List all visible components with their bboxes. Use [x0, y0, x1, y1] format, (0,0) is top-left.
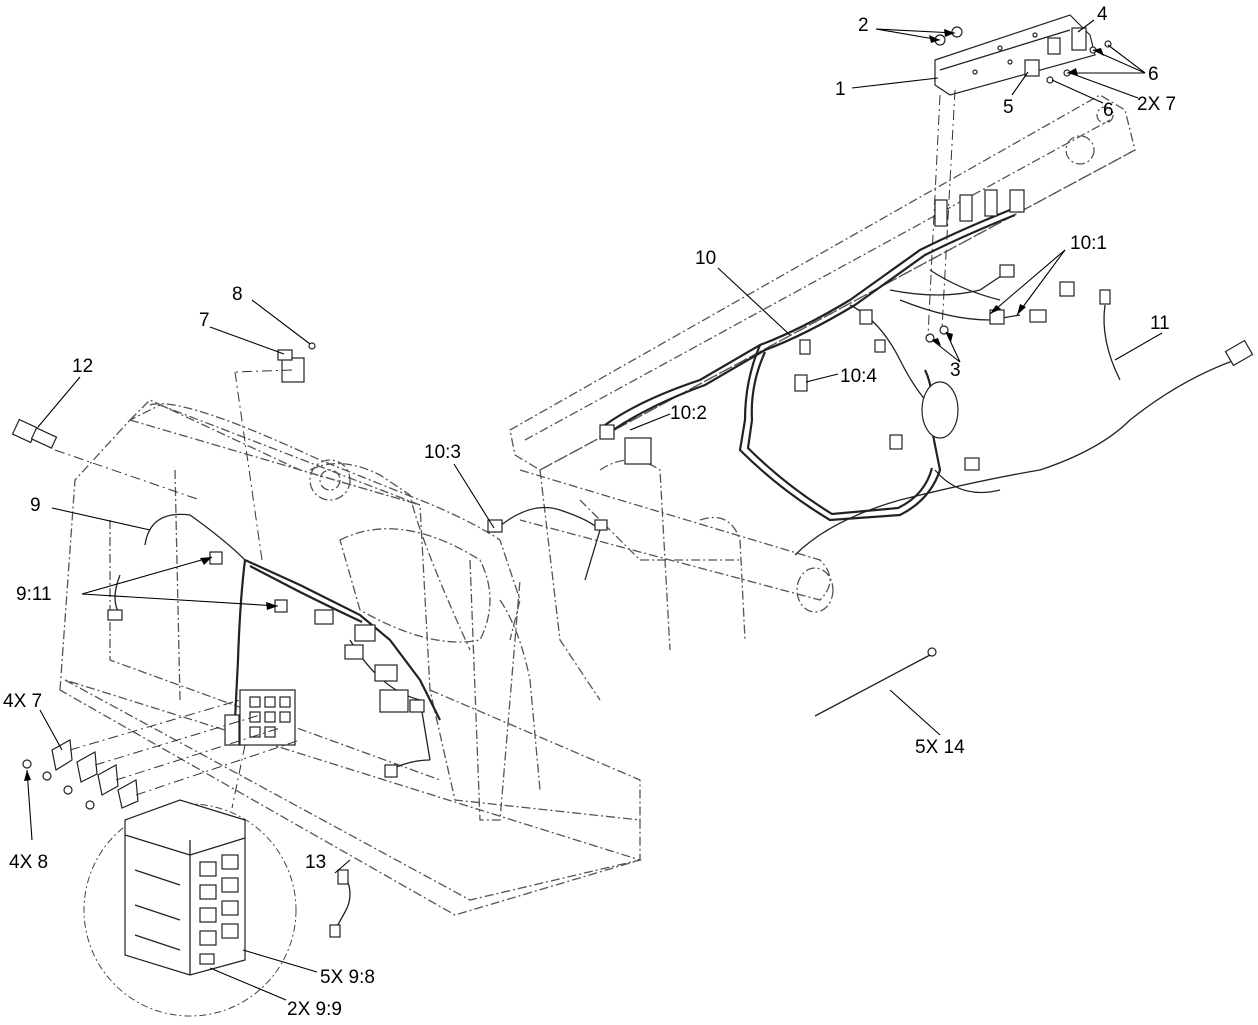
connector: [11, 418, 58, 449]
callout-2x9-9: 2X 9:9: [287, 999, 342, 1020]
callout-9-11: 9:11: [16, 584, 52, 605]
rear-wire-harness: [599, 189, 1075, 522]
callout-8: 8: [232, 284, 243, 305]
arrowheads: [24, 29, 1104, 781]
callout-4x7: 4X 7: [3, 691, 42, 712]
callout-6-top: 6: [1148, 64, 1159, 85]
callout-4x8: 4X 8: [9, 852, 48, 873]
brackets: [22, 739, 139, 810]
callout-10-3: 10:3: [424, 442, 461, 463]
callout-9: 9: [30, 495, 41, 516]
callout-5: 5: [1003, 97, 1014, 118]
callout-4: 4: [1097, 4, 1108, 25]
callout-7: 7: [199, 310, 210, 331]
fuse-block-detail: [124, 799, 246, 976]
rear-frame-rail: [509, 94, 1136, 471]
mounting-plate: [934, 14, 1096, 96]
callout-2x7: 2X 7: [1137, 94, 1176, 115]
front-wire-harness: [107, 513, 441, 778]
callout-10-1: 10:1: [1070, 233, 1107, 254]
callout-2: 2: [858, 15, 869, 36]
callout-12: 12: [72, 356, 93, 377]
main-chassis-frame: [59, 399, 834, 916]
callout-10: 10: [695, 248, 716, 269]
harness-branch: [487, 506, 608, 581]
leader-lines: [26, 19, 1163, 1001]
callout-10-4: 10:4: [840, 366, 877, 387]
callout-1: 1: [835, 79, 846, 100]
callout-5x14: 5X 14: [915, 737, 965, 758]
jumper-wire: [329, 869, 351, 938]
callout-labels: 2 4 6 1 5 6 2X 7 10:1 10 8 11 7 3 12 10:…: [3, 4, 1176, 1020]
callout-5x9-8: 5X 9:8: [320, 967, 375, 988]
callout-6-bottom: 6: [1103, 100, 1114, 121]
callout-11: 11: [1150, 313, 1170, 334]
relay: [277, 342, 316, 383]
callout-13: 13: [305, 852, 326, 873]
sensor-lead: [794, 289, 1254, 556]
callout-3: 3: [950, 360, 961, 381]
cable-tie: [814, 647, 937, 717]
callout-10-2: 10:2: [670, 403, 707, 424]
